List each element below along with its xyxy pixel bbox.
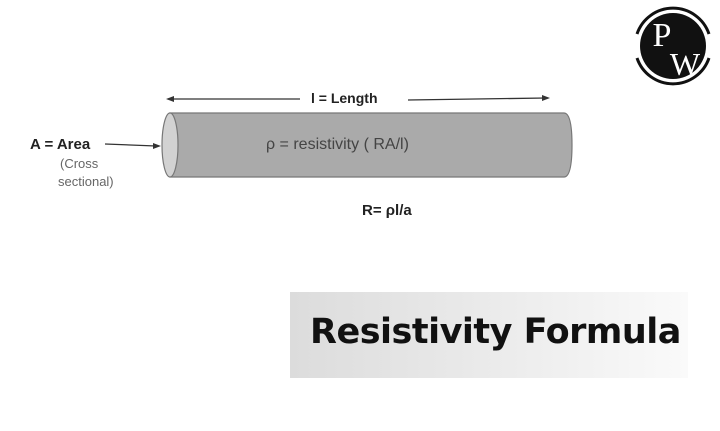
length-arrow bbox=[166, 95, 550, 102]
area-sub-label-2: sectional) bbox=[58, 174, 114, 189]
svg-text:W: W bbox=[670, 46, 701, 82]
banner-title: Resistivity Formula bbox=[310, 312, 681, 352]
area-label: A = Area bbox=[30, 136, 91, 153]
area-sub-label-1: (Cross bbox=[60, 156, 99, 171]
length-label: l = Length bbox=[311, 90, 378, 106]
pw-logo: P W bbox=[635, 6, 711, 86]
cylinder bbox=[161, 112, 573, 178]
svg-text:P: P bbox=[653, 17, 672, 54]
resistance-formula: R= ρl/a bbox=[362, 202, 412, 219]
resistivity-label: ρ = resistivity ( RA/l) bbox=[266, 136, 409, 153]
area-arrow bbox=[104, 143, 161, 149]
title-banner: Resistivity Formula bbox=[290, 292, 688, 378]
